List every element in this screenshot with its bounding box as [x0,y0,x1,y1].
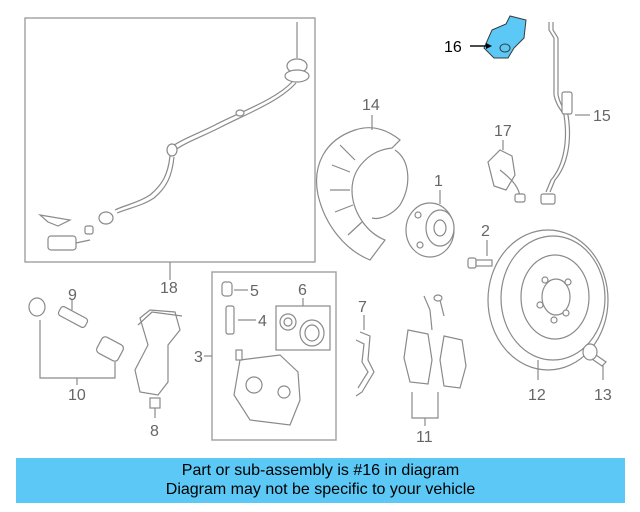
screw-13-group: 13 [582,343,612,404]
bolt-2-group: 2 [467,223,493,269]
callout-4: 4 [258,313,267,330]
sensor-harness-box [24,17,316,263]
caliper-carrier-group: 8 [134,309,183,440]
callout-16: 16 [444,39,462,56]
callout-18: 18 [160,280,178,297]
caliper-box-group: 5 4 6 3 [194,271,337,441]
callout-8: 8 [150,423,159,440]
callout-10: 10 [68,387,86,404]
spring-clip-group: 7 [355,299,375,397]
sensor-17-group: 17 [487,123,526,203]
callout-9: 9 [68,287,77,304]
callout-14: 14 [362,97,380,114]
callout-15: 15 [593,108,611,125]
highlighted-bracket-16 [483,15,527,59]
banner-line-2: Diagram may not be specific to your vehi… [165,481,476,498]
callout-11: 11 [416,429,433,446]
banner-line-1: Part or sub-assembly is #16 in diagram [181,462,460,479]
hose-bracket-16-group: 16 [444,15,527,59]
callout-7: 7 [358,299,367,316]
callout-13: 13 [594,387,612,404]
rotor-group: 12 [487,229,609,404]
brake-pads-group: 11 [403,294,467,446]
callout-17: 17 [494,123,512,140]
brake-hose-group: 15 [540,22,611,205]
callout-6: 6 [298,282,307,299]
callout-5: 5 [250,283,259,300]
callout-12: 12 [528,387,546,404]
hub-group: 1 [405,173,455,258]
guide-pin-group: 9 10 [28,287,125,404]
callout-1: 1 [434,173,443,190]
callout-3: 3 [194,349,203,366]
callout-2: 2 [481,223,490,240]
info-banner: Part or sub-assembly is #16 in diagram D… [16,458,625,503]
sensor-harness-group: 18 [24,17,316,297]
dust-shield-group: 14 [316,97,409,261]
